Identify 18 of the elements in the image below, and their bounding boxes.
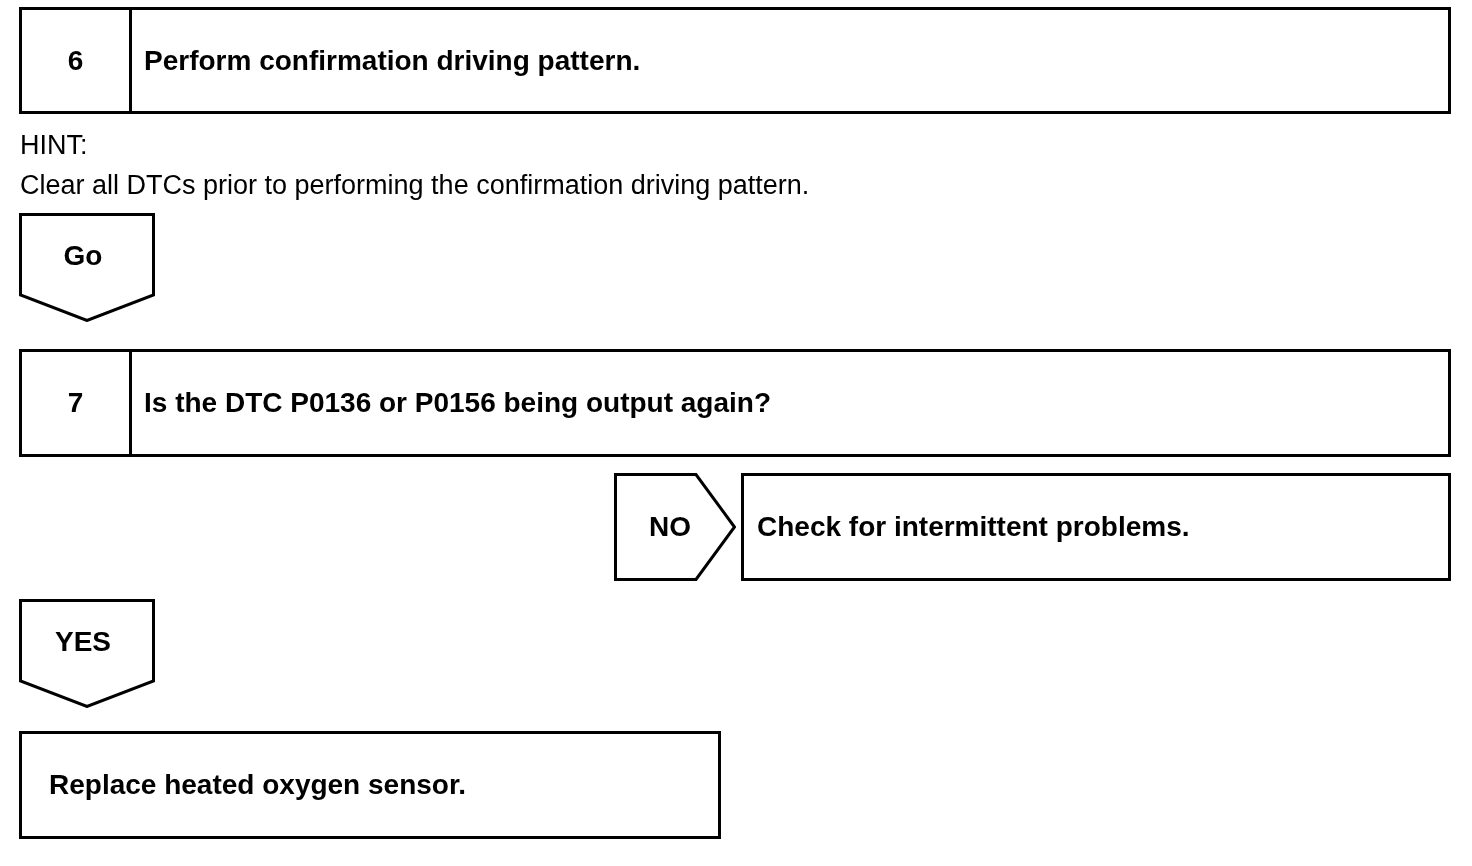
- step-text: Is the DTC P0136 or P0156 being output again?: [144, 386, 772, 420]
- right-arrow-tag: [614, 473, 736, 581]
- result-box: [741, 473, 1451, 581]
- step-number: 6: [67, 43, 84, 78]
- step-number: 7: [67, 386, 84, 420]
- branch-label: Go: [63, 239, 103, 273]
- hint-text: Clear all DTCs prior to performing the confirmation driving pattern.: [20, 169, 810, 202]
- hint-heading: HINT:: [20, 129, 88, 162]
- step-box: [19, 349, 1451, 457]
- result-text: Replace heated oxygen sensor.: [49, 768, 467, 802]
- branch-label: YES: [55, 625, 111, 659]
- down-arrow-tag: [19, 213, 155, 322]
- step-text: Perform confirmation driving pattern.: [144, 43, 641, 78]
- result-box: [19, 731, 721, 839]
- branch-label: NO: [649, 510, 691, 544]
- result-text: Check for intermittent problems.: [757, 510, 1190, 544]
- step-box: [19, 7, 1451, 114]
- down-arrow-tag: [19, 599, 155, 708]
